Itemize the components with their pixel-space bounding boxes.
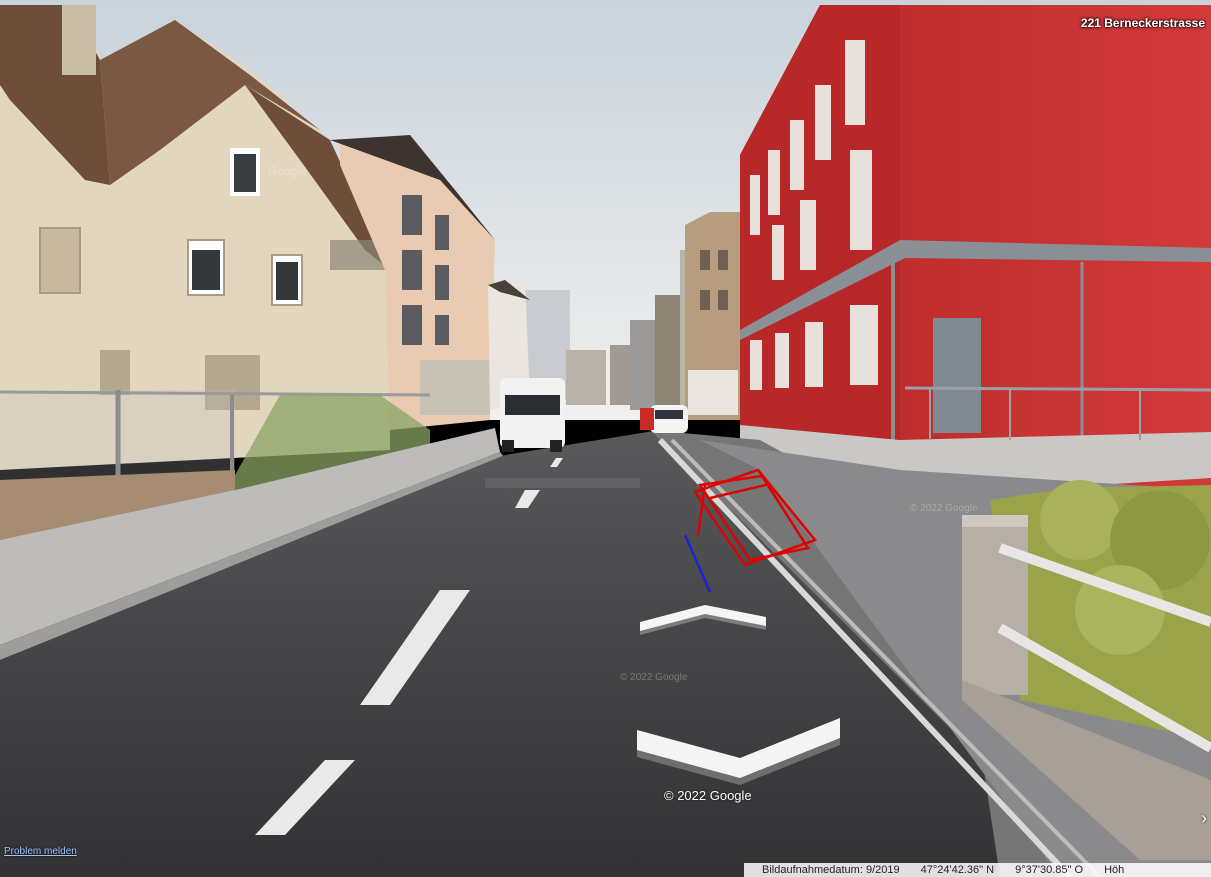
- left-sidewalk: [0, 428, 500, 645]
- middle-left-building: [330, 135, 530, 430]
- nav-arrow-near[interactable]: [637, 718, 840, 785]
- status-bar: Bildaufnahmedatum: 9/2019 47°24'42.36" N…: [744, 863, 1211, 877]
- road-watermark: © 2022 Google: [620, 672, 688, 683]
- copyright-label: © 2022 Google: [664, 788, 752, 803]
- red-annotation: [693, 468, 818, 567]
- red-building: [740, 5, 1211, 497]
- blue-annotation: [683, 534, 712, 593]
- address-label: 221 Berneckerstrasse: [1080, 16, 1205, 30]
- mid-right-building: [685, 212, 745, 420]
- parked-car: [640, 405, 688, 433]
- report-problem-link[interactable]: Problem melden: [4, 846, 77, 857]
- road: [0, 430, 1100, 877]
- nav-arrow-far[interactable]: [640, 605, 766, 635]
- capture-date: Bildaufnahmedatum: 9/2019: [762, 864, 900, 876]
- compass-control-icon[interactable]: ›: [1201, 808, 1207, 828]
- building-watermark: Google: [268, 164, 307, 178]
- white-van: [500, 378, 565, 452]
- elevation-readout: Höh: [1104, 864, 1125, 876]
- left-house: [0, 5, 390, 470]
- latitude-readout: 47°24'42.36" N: [920, 864, 995, 876]
- sidewalk-watermark: © 2022 Google: [910, 503, 978, 514]
- construction-fence: [0, 390, 431, 540]
- hedge-and-rail: [962, 480, 1211, 860]
- longitude-readout: 9°37'30.85" O: [1015, 864, 1084, 876]
